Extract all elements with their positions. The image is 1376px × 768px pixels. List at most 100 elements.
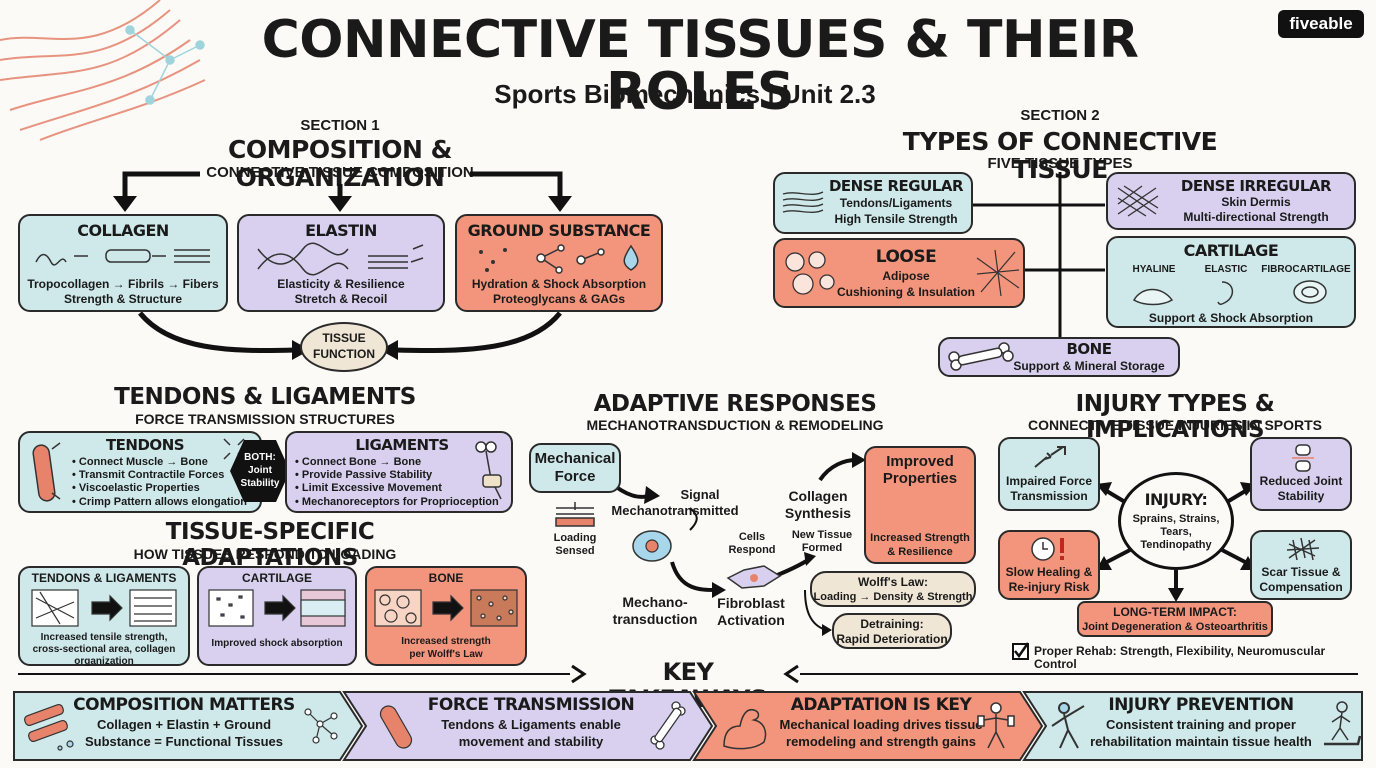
- improved-title2: Properties: [882, 470, 958, 487]
- takeaway-composition-line2: Substance = Functional Tissues: [84, 734, 284, 749]
- brand-logo: fiveable: [1278, 10, 1364, 38]
- bone-type-line1: Support & Mineral Storage: [1013, 359, 1165, 373]
- fibroblast-line1: Fibroblast: [717, 595, 785, 611]
- tissue-function-line1: TISSUE: [322, 331, 366, 345]
- mechanical-force-line1: Mechanical: [534, 450, 616, 467]
- loading-icon: [555, 502, 595, 527]
- elastin-card: ELASTIN Elasticity & Resilience Stretch …: [237, 214, 445, 312]
- long-term-title: LONG-TERM IMPACT:: [1113, 605, 1237, 619]
- detraining-line1: Rapid Deterioration: [836, 632, 948, 646]
- fibroblast-icon: [726, 565, 782, 589]
- mechano-line2: transduction: [612, 611, 698, 627]
- ligament-item: Connect Bone → Bone: [295, 456, 515, 469]
- adaptations-subtitle: HOW TISSUES RESPOND TO LOADING: [133, 546, 397, 562]
- takeaway-adaptation-line1: Mechanical loading drives tissue: [779, 717, 983, 732]
- takeaway-composition-title: COMPOSITION MATTERS: [73, 695, 295, 715]
- bone-icon: [948, 342, 1014, 371]
- takeaway-prevention-line2: rehabilitation maintain tissue health: [1090, 734, 1312, 749]
- adapt-bone-title: BONE: [428, 571, 464, 585]
- collagen-line2: Strength & Structure: [63, 292, 182, 306]
- tendon-item: Connect Muscle → Bone: [72, 456, 262, 469]
- section1-label: SECTION 1: [300, 117, 380, 134]
- adaptive-title: ADAPTIVE RESPONSES: [593, 391, 877, 417]
- improved-title1: Improved: [886, 453, 954, 470]
- dense-irregular-title: DENSE IRREGULAR: [1180, 177, 1332, 195]
- fiber-molecule-icon: [24, 703, 74, 751]
- loose-line1: Adipose: [882, 269, 930, 283]
- both-line1: BOTH:: [244, 452, 276, 463]
- mechanical-force-line2: Force: [554, 468, 596, 485]
- mechanical-force-card: Mechanical Force: [529, 443, 621, 493]
- flexed-arm-icon: [723, 708, 767, 750]
- tendons-title: TENDONS: [105, 436, 185, 454]
- tendons-card: TENDONS Connect Muscle → Bone Transmit C…: [18, 431, 262, 513]
- loading-sensed-line1: Loading: [553, 532, 597, 544]
- injury-center-node: INJURY: Sprains, Strains, Tears, Tendino…: [1118, 472, 1234, 570]
- molecule-icon: [304, 708, 338, 744]
- ligaments-list: Connect Bone → Bone Provide Passive Stab…: [295, 456, 515, 509]
- injury-center-title: INJURY:: [1144, 490, 1208, 509]
- cartilage-line1: Support & Shock Absorption: [1148, 311, 1314, 325]
- injury-center-line3: Tendinopathy: [1140, 539, 1212, 551]
- adapt-tendons-card: TENDONS & LIGAMENTS Increased tensile st…: [18, 566, 190, 667]
- takeaway-force-title: FORCE TRANSMISSION: [427, 695, 635, 715]
- ground-substance-card: GROUND SUBSTANCE Hydration & Shock Absor…: [455, 214, 663, 312]
- bone-type-card: BONE Support & Mineral Storage: [938, 337, 1180, 377]
- weightlifter-icon: [977, 702, 1015, 749]
- adapt-bone-line1: Increased strength: [401, 636, 491, 647]
- stretching-person-icon: [1051, 702, 1085, 749]
- dense-irregular-line2: Multi-directional Strength: [1183, 210, 1329, 224]
- loose-card: LOOSE Adipose Cushioning & Insulation: [773, 238, 1025, 308]
- injury-title: INJURY TYPES & IMPLICATIONS: [1075, 391, 1275, 443]
- loose-network-icon: [976, 249, 1020, 297]
- collagen-synthesis-line1: Collagen: [788, 488, 848, 504]
- adapt-tendons-line2: cross-sectional area, collagen: [32, 644, 176, 655]
- tendon-item: Transmit Contractile Forces: [72, 469, 262, 482]
- slow-healing-card: Slow Healing & Re-injury Risk: [998, 530, 1100, 600]
- takeaway-prevention: INJURY PREVENTION Consistent training an…: [1046, 692, 1364, 760]
- scar-line1: Scar Tissue &: [1261, 565, 1341, 579]
- cells-respond-line2: Respond: [728, 544, 776, 556]
- tendons-section-title: TENDONS & LIGAMENTS: [114, 384, 416, 410]
- scar-tissue-card: Scar Tissue & Compensation: [1250, 530, 1352, 600]
- improved-line1: Increased Strength: [870, 532, 970, 544]
- adapt-bone-line2: per Wolff's Law: [409, 649, 483, 660]
- tissue-function-line2: FUNCTION: [313, 347, 375, 361]
- takeaway-composition-line1: Collagen + Elastin + Ground: [96, 717, 272, 732]
- takeaway-banners: [13, 691, 1363, 761]
- fiber-alignment-icon: [31, 589, 177, 627]
- ligament-item: Provide Passive Stability: [295, 469, 515, 482]
- cell-icon: [632, 530, 672, 562]
- cartilage-card: CARTILAGE HYALINE ELASTIC FIBROCARTILAGE…: [1106, 236, 1356, 328]
- improved-properties-card: Improved Properties Increased Strength &…: [864, 446, 976, 564]
- loading-sensed-line2: Sensed: [555, 545, 595, 557]
- injury-center-line1: Sprains, Strains,: [1132, 513, 1220, 525]
- clock-alert-icon: [1031, 537, 1064, 561]
- reduced-line2: Stability: [1277, 489, 1325, 503]
- takeaway-force-line2: movement and stability: [458, 734, 604, 749]
- takeaway-composition: COMPOSITION MATTERS Collagen + Elastin +…: [14, 692, 354, 760]
- adapt-tendons-line1: Increased tensile strength,: [40, 632, 168, 643]
- expand-arrows-icon: [223, 438, 245, 460]
- page-subtitle: Sports Biomechanics | Unit 2.3: [494, 79, 876, 109]
- wolffs-law-line1: Loading → Density & Strength: [813, 591, 973, 603]
- ground-line1: Hydration & Shock Absorption: [471, 277, 647, 291]
- impaired-line1: Impaired Force: [1005, 474, 1093, 488]
- cartilage-type-fibro: FIBROCARTILAGE: [1261, 264, 1351, 275]
- takeaway-prevention-title: INJURY PREVENTION: [1108, 695, 1294, 715]
- wolffs-law-card: Wolff's Law: Loading → Density & Strengt…: [810, 571, 976, 607]
- takeaway-force: FORCE TRANSMISSION Tendons & Ligaments e…: [366, 692, 696, 760]
- tendon-item: Crimp Pattern allows elongation: [72, 496, 262, 509]
- cartilage-title: CARTILAGE: [1183, 241, 1279, 260]
- both-arrow-shape: [230, 440, 290, 502]
- adapt-tendons-line3: organization: [74, 656, 134, 667]
- loose-title: LOOSE: [875, 247, 937, 267]
- injury-subtitle: CONNECTIVE TISSUE INJURIES IN SPORTS: [1027, 417, 1323, 433]
- elastin-title: ELASTIN: [305, 221, 377, 240]
- long-term-card: LONG-TERM IMPACT: Joint Degeneration & O…: [1077, 601, 1273, 637]
- dense-regular-card: DENSE REGULAR Tendons/Ligaments High Ten…: [773, 172, 973, 234]
- ground-substance-title: GROUND SUBSTANCE: [467, 221, 651, 240]
- adapt-cartilage-title: CARTILAGE: [242, 571, 312, 585]
- dense-regular-title: DENSE REGULAR: [828, 177, 964, 195]
- tendons-section-subtitle: FORCE TRANSMISSION STRUCTURES: [135, 411, 395, 427]
